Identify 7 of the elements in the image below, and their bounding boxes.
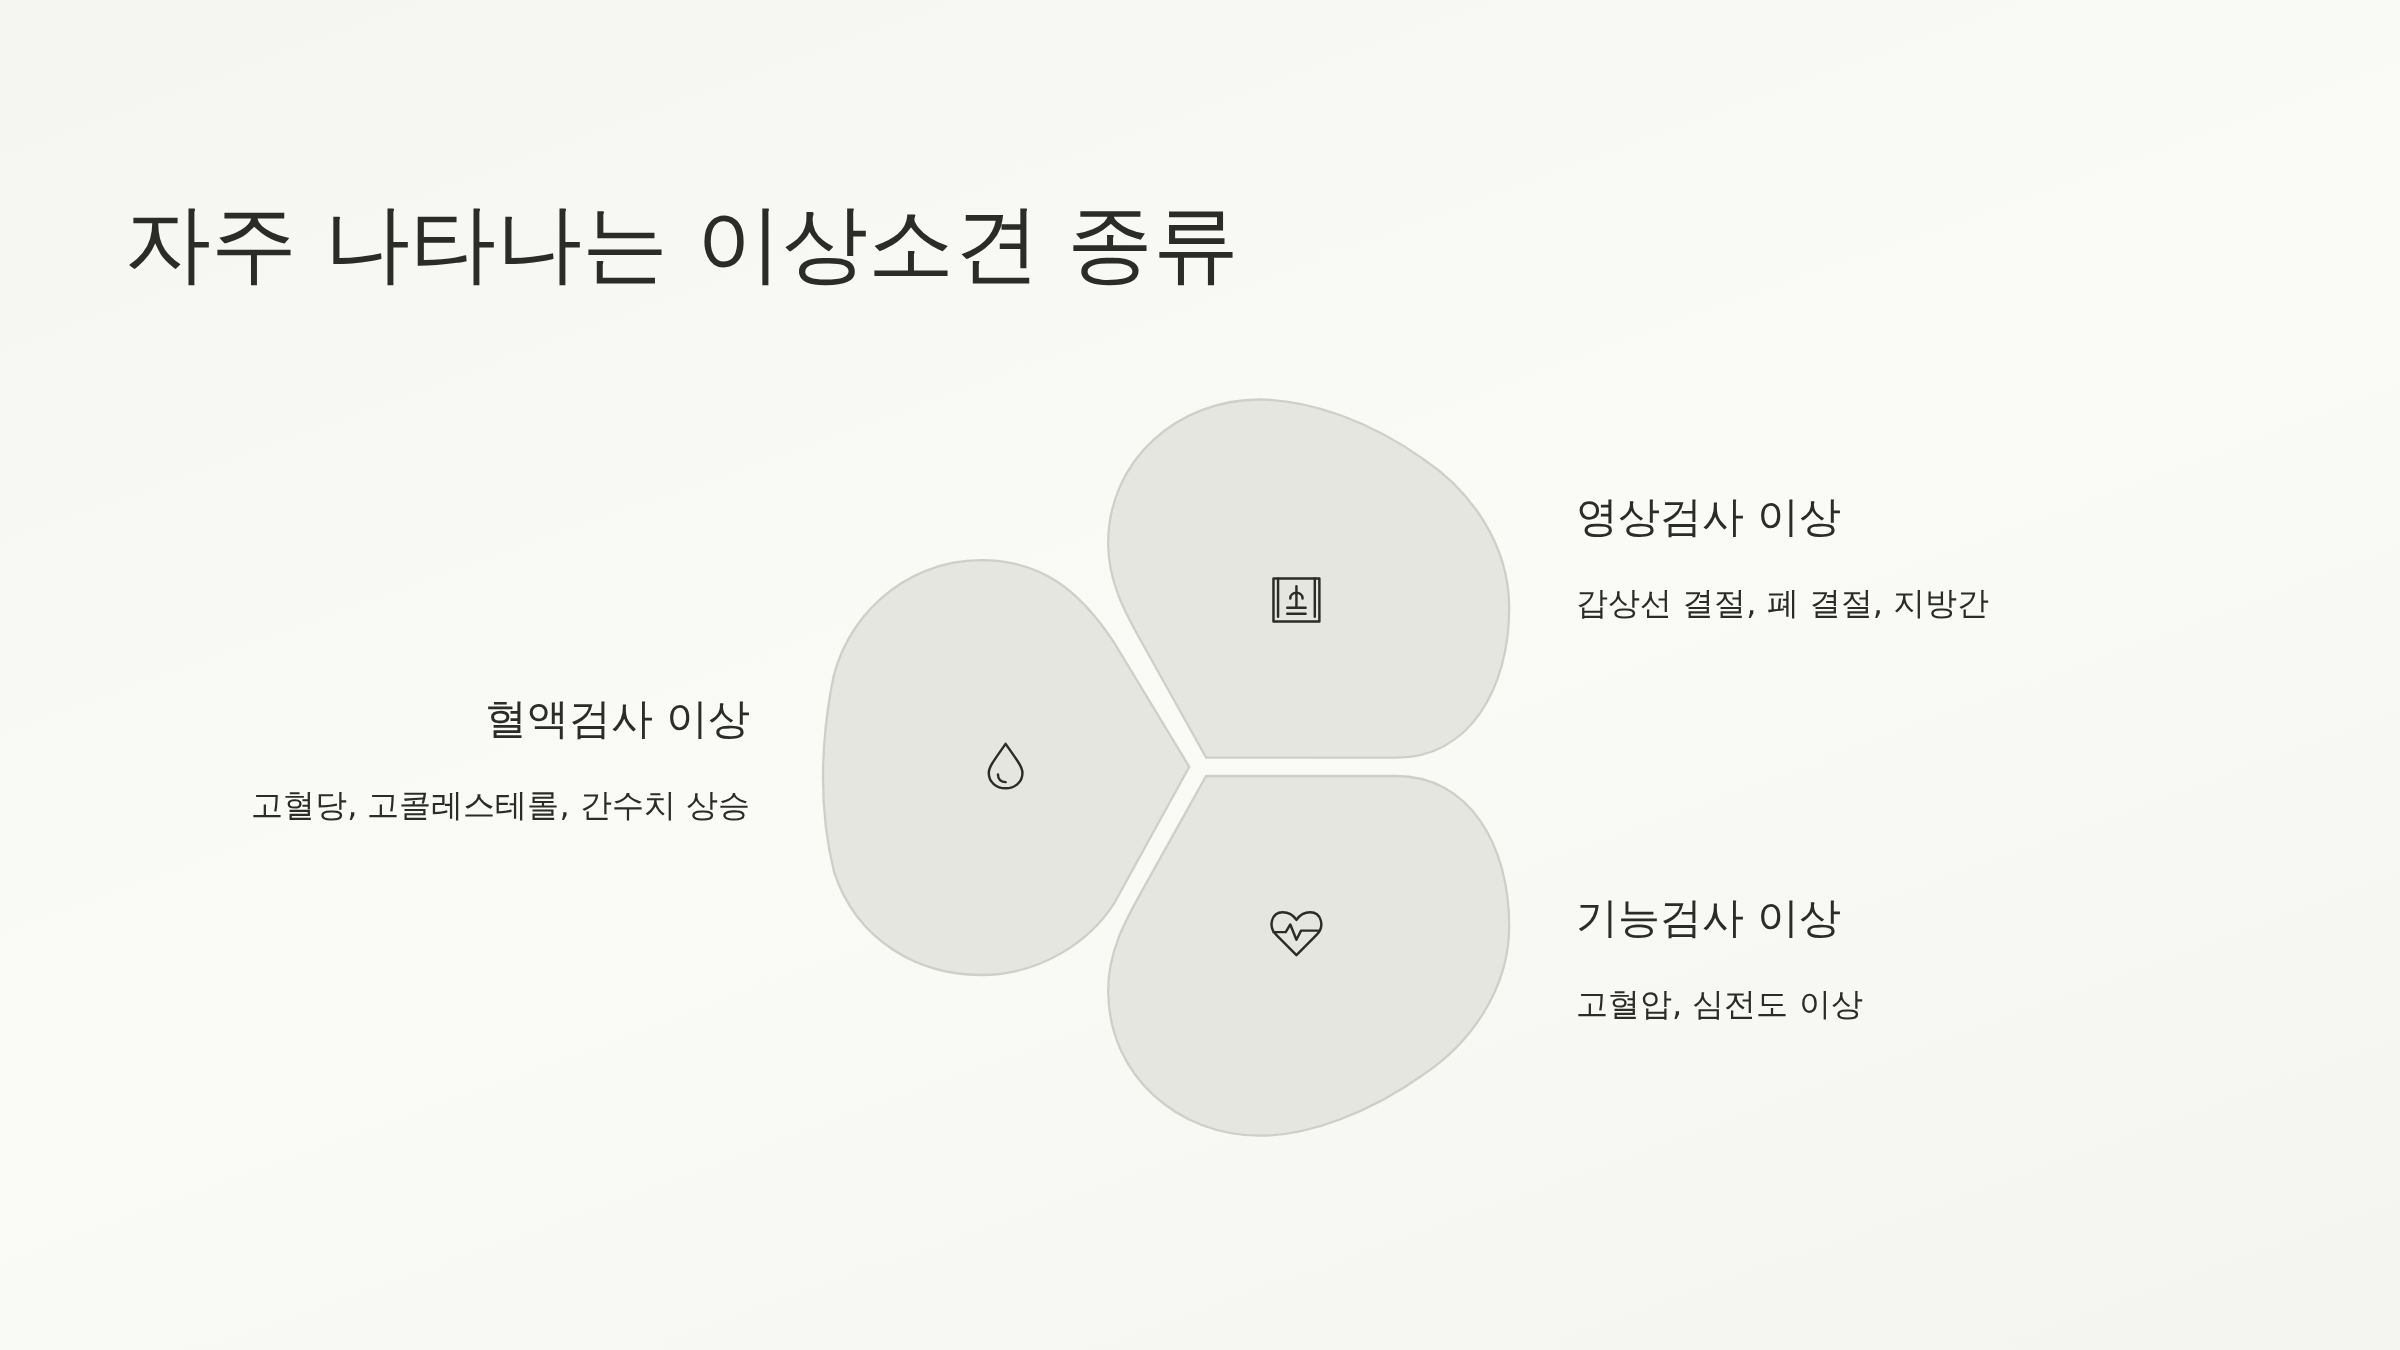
category-heading: 혈액검사 이상: [484, 694, 750, 745]
category-heading: 기능검사 이상: [1576, 893, 1842, 944]
category-description: 고혈당, 고콜레스테롤, 간수치 상승: [251, 786, 750, 825]
slide-title: 자주 나타나는 이상소견 종류: [125, 192, 1239, 295]
category-heading: 영상검사 이상: [1576, 492, 1842, 543]
category-description: 갑상선 결절, 폐 결절, 지방간: [1576, 584, 1990, 623]
category-description: 고혈압, 심전도 이상: [1576, 985, 1863, 1024]
